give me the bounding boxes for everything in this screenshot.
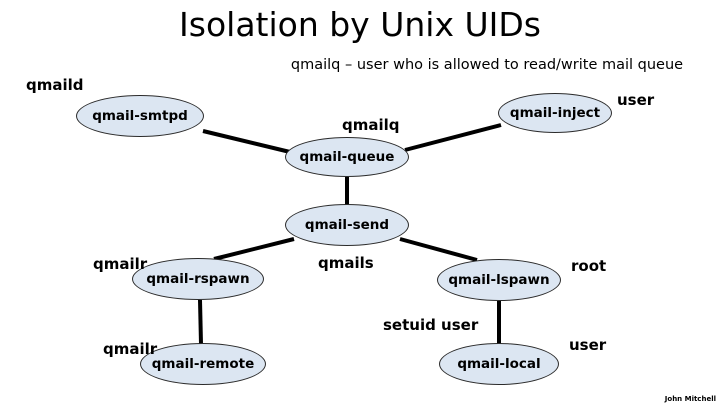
qmailr-remote-label: qmailr — [103, 340, 158, 358]
edge-qmail-rspawn-to-qmail-remote — [198, 299, 203, 345]
root-label: root — [571, 257, 607, 275]
node-label: qmail-local — [457, 356, 541, 372]
edge-qmail-send-to-qmail-lspawn — [399, 237, 478, 262]
qmails-label: qmails — [318, 254, 374, 272]
node-label: qmail-inject — [509, 105, 601, 121]
slide-title: Isolation by Unix UIDs — [179, 5, 541, 44]
node-label: qmail-smtpd — [92, 108, 188, 124]
slide-subtitle: qmailq – user who is allowed to read/wri… — [290, 57, 684, 73]
qmailq-label: qmailq — [342, 116, 400, 134]
node-qmail-lspawn[interactable]: qmail-lspawn — [437, 259, 561, 301]
setuid-user-label: setuid user — [383, 316, 479, 334]
node-label: qmail-lspawn — [448, 272, 550, 288]
node-qmail-queue[interactable]: qmail-queue — [285, 137, 409, 177]
edge-qmail-inject-to-qmail-queue — [404, 123, 502, 152]
node-label: qmail-remote — [151, 356, 255, 372]
node-label: qmail-send — [304, 217, 390, 233]
node-qmail-inject[interactable]: qmail-inject — [498, 93, 612, 133]
edge-qmail-smtpd-to-qmail-queue — [202, 129, 291, 154]
node-label: qmail-rspawn — [146, 271, 250, 287]
node-qmail-local[interactable]: qmail-local — [439, 343, 559, 385]
node-qmail-send[interactable]: qmail-send — [285, 204, 409, 246]
qmaild-label: qmaild — [26, 76, 84, 94]
user-inject-label: user — [617, 91, 655, 109]
node-label: qmail-queue — [299, 149, 395, 165]
qmailr-rspawn-label: qmailr — [93, 255, 148, 273]
user-local-label: user — [569, 336, 607, 354]
author-credit: John Mitchell — [664, 395, 716, 403]
node-qmail-remote[interactable]: qmail-remote — [140, 343, 266, 385]
edge-qmail-send-to-qmail-rspawn — [213, 237, 295, 261]
node-qmail-rspawn[interactable]: qmail-rspawn — [132, 258, 264, 300]
node-qmail-smtpd[interactable]: qmail-smtpd — [76, 95, 204, 137]
